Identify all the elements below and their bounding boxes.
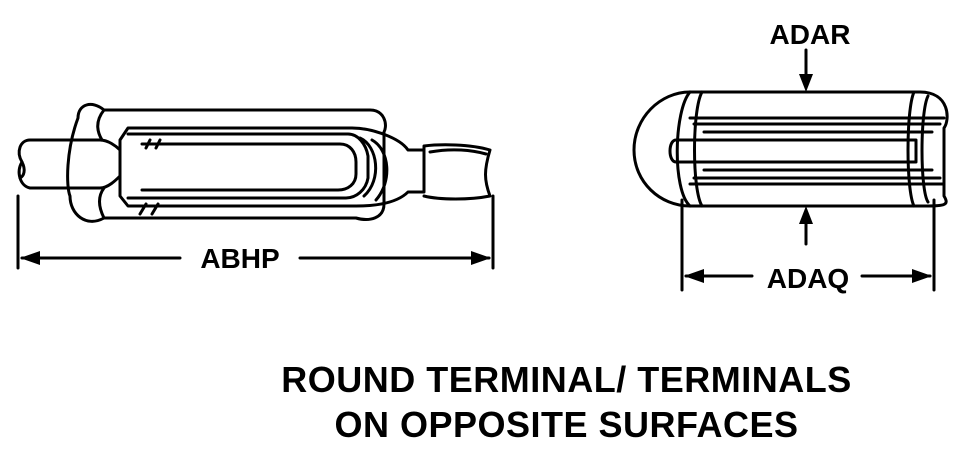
- wire: [17, 138, 122, 190]
- caption-line-2: ON OPPOSITE SURFACES: [334, 404, 799, 445]
- right-terminal-view: [632, 90, 949, 208]
- arrowhead-adaq-left: [684, 269, 704, 283]
- insulation-sleeve: [66, 102, 387, 223]
- terminal-tongue: [422, 143, 492, 201]
- arrowhead-adaq-right: [912, 269, 932, 283]
- dimension-abhp: [16, 194, 495, 270]
- caption-line-1: ROUND TERMINAL/ TERMINALS: [281, 359, 852, 400]
- arrowhead-adar-up: [799, 206, 813, 224]
- arrowhead-abhp-right: [471, 251, 491, 265]
- label-adar: ADAR: [770, 19, 851, 50]
- crimp-barrel: [118, 126, 426, 208]
- center-slot: [668, 138, 918, 164]
- label-abhp: ABHP: [200, 243, 279, 274]
- arrowhead-adar-down: [799, 74, 813, 92]
- label-adaq: ADAQ: [767, 263, 849, 294]
- left-terminal-side-view: [17, 102, 492, 223]
- arrowhead-abhp-left: [20, 251, 40, 265]
